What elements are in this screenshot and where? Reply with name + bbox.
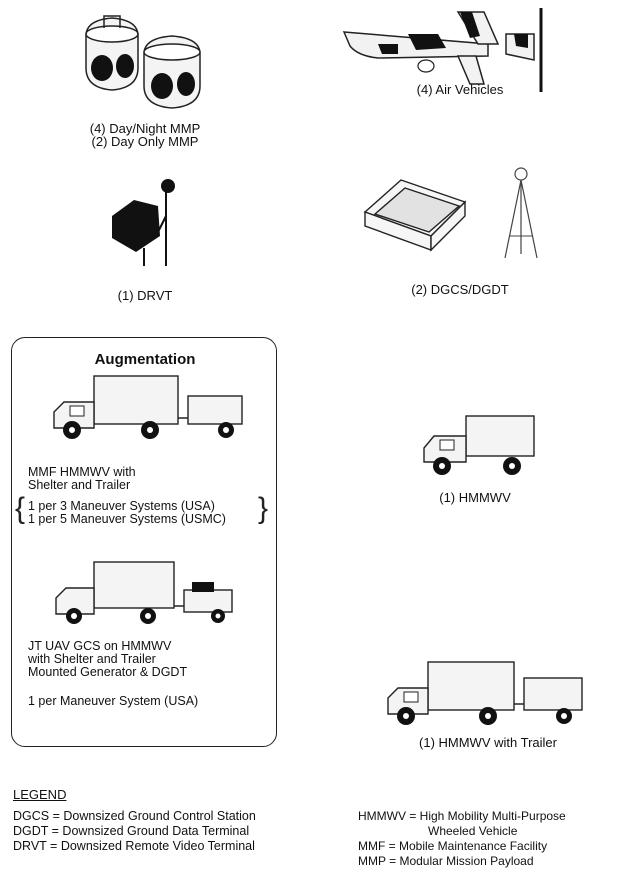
legend-item-mmp: MMP = Modular Mission Payload — [358, 854, 534, 868]
mmf-line1: MMF HMMWV with — [28, 465, 136, 479]
mmp-payload-illustration — [85, 15, 201, 109]
legend-item-hmmwv-cont: Wheeled Vehicle — [428, 824, 518, 838]
hmmwv-trailer-illustration — [387, 661, 583, 725]
mmf-ratio-line1: 1 per 3 Maneuver Systems (USA) — [28, 499, 215, 513]
hmmwv-caption: (1) HMMWV — [439, 490, 511, 505]
legend-item-hmmwv: HMMWV = High Mobility Multi-Purpose — [358, 809, 566, 823]
mmf-hmmwv-trailer-illustration — [53, 375, 243, 439]
left-brace: { — [15, 492, 26, 525]
legend-item-mmf: MMF = Mobile Maintenance Facility — [358, 839, 548, 853]
jt-uav-gcs-hmmwv-illustration — [55, 561, 233, 624]
dgcs-dgdt-caption: (2) DGCS/DGDT — [411, 282, 509, 297]
air-vehicles-caption: (4) Air Vehicles — [416, 82, 504, 97]
mmp-caption-line2: (2) Day Only MMP — [91, 134, 199, 149]
drvt-caption: (1) DRVT — [117, 288, 173, 303]
air-vehicle-illustration — [342, 8, 543, 92]
gcs-line1: JT UAV GCS on HMMWV — [28, 639, 172, 653]
mmp-caption-line1: (4) Day/Night MMP — [89, 121, 201, 136]
gcs-line2: with Shelter and Trailer — [28, 652, 156, 666]
gcs-line3: Mounted Generator & DGDT — [28, 665, 188, 679]
mmf-ratio-line2: 1 per 5 Maneuver Systems (USMC) — [28, 512, 226, 526]
legend-item-dgcs: DGCS = Downsized Ground Control Station — [13, 809, 256, 823]
legend-item-dgdt: DGDT = Downsized Ground Data Terminal — [13, 824, 250, 838]
hmmwv-trailer-caption: (1) HMMWV with Trailer — [419, 735, 557, 750]
legend-heading: LEGEND — [13, 787, 67, 802]
drvt-illustration — [112, 179, 175, 266]
legend-item-drvt: DRVT = Downsized Remote Video Terminal — [13, 839, 255, 853]
gcs-ratio: 1 per Maneuver System (USA) — [28, 694, 199, 708]
augmentation-box: Augmentation MMF HMMWV with Shelter and … — [11, 337, 277, 747]
hmmwv-illustration — [423, 415, 535, 475]
mmf-line2: Shelter and Trailer — [28, 478, 131, 492]
augmentation-title: Augmentation — [94, 351, 196, 368]
dgcs-dgdt-illustration — [363, 167, 538, 259]
right-brace: } — [258, 492, 269, 525]
